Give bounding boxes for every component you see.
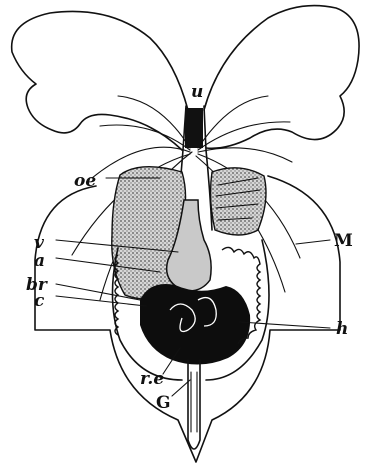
label-c: c <box>34 291 45 311</box>
label-u: u <box>191 82 203 102</box>
label-M: M <box>334 231 353 251</box>
label-G: G <box>156 393 171 413</box>
dark-gland-mass <box>140 284 250 365</box>
left-wing-lobe <box>12 11 188 150</box>
column-dark-core <box>185 108 203 148</box>
rectum-tube <box>188 360 200 449</box>
label-oe: oe <box>74 171 96 191</box>
rectum-inner-lines <box>191 372 197 432</box>
label-h: h <box>336 319 348 339</box>
label-re: r.e <box>140 369 164 389</box>
label-v: v <box>34 233 45 253</box>
label-a: a <box>34 251 45 271</box>
right-wing-lobe <box>204 6 359 149</box>
